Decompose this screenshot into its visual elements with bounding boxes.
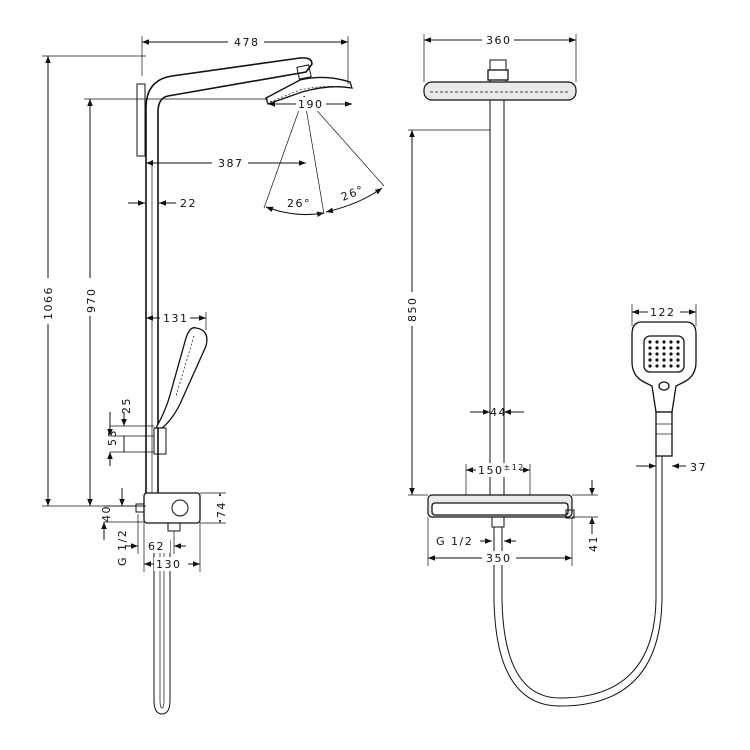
nozzle <box>669 352 673 356</box>
dim-37: 37 <box>690 461 707 474</box>
shower-column-side <box>136 57 313 495</box>
dim-22: 22 <box>180 197 197 210</box>
overhead-shower-side <box>265 64 353 105</box>
dim-150: 150±12 <box>478 463 525 477</box>
nozzle <box>648 352 652 356</box>
dim-62: 62 <box>148 540 165 553</box>
nozzle <box>676 340 680 344</box>
nozzle <box>648 340 652 344</box>
dim-130: 130 <box>156 558 182 571</box>
thermostat-knob <box>171 499 189 517</box>
nozzle <box>669 364 673 368</box>
thermostat-front <box>427 494 575 528</box>
nozzle <box>669 346 673 350</box>
hose-front <box>493 455 663 707</box>
nozzle <box>655 346 659 350</box>
dim-1066: 1066 <box>42 286 55 320</box>
dim-360: 360 <box>486 34 512 47</box>
nozzle <box>676 352 680 356</box>
nozzle <box>662 346 666 350</box>
thermostat-side <box>135 492 201 532</box>
spray-nozzles <box>648 340 680 368</box>
dim-40: 40 <box>100 505 113 522</box>
side-view: 478 1066 970 190 387 22 26° 26° 131 25 5… <box>40 35 385 715</box>
nozzle <box>676 358 680 362</box>
nozzle <box>648 358 652 362</box>
hose-side <box>153 540 171 715</box>
dim-41: 41 <box>587 535 600 552</box>
spray-mode-button <box>658 381 670 391</box>
dim-74: 74 <box>215 501 228 518</box>
nozzle <box>648 346 652 350</box>
dim-122: 122 <box>650 306 676 319</box>
dim-387: 387 <box>218 157 244 170</box>
nozzle <box>655 358 659 362</box>
nozzle <box>676 346 680 350</box>
overhead-shower-front <box>423 59 577 101</box>
dim-150-tolerance: ±12 <box>504 463 525 472</box>
dim-angle-left: 26° <box>287 197 311 210</box>
dim-44: 44 <box>490 406 507 419</box>
nozzle <box>648 364 652 368</box>
dim-478: 478 <box>234 36 260 49</box>
nozzle <box>655 364 659 368</box>
hand-shower-front-view: 122 37 <box>631 304 707 474</box>
nozzle <box>676 364 680 368</box>
front-view: 360 850 44 150±12 41 G 1/2 350 <box>404 33 663 707</box>
hand-shower-side <box>153 327 208 455</box>
dim-53: 53 <box>106 429 119 446</box>
dim-25: 25 <box>120 397 133 414</box>
dim-150-value: 150 <box>478 464 504 477</box>
nozzle <box>655 352 659 356</box>
nozzle <box>669 340 673 344</box>
wall-bracket <box>136 83 146 157</box>
dim-thread-side: G 1/2 <box>116 529 129 566</box>
dim-350: 350 <box>486 552 512 565</box>
dim-850: 850 <box>406 297 419 323</box>
nozzle <box>669 358 673 362</box>
nozzle <box>662 364 666 368</box>
dim-angle-right: 26° <box>339 183 366 204</box>
nozzle <box>662 358 666 362</box>
nozzle <box>662 340 666 344</box>
dim-thread-front: G 1/2 <box>436 535 473 548</box>
dim-190: 190 <box>298 98 324 111</box>
hand-shower-holder <box>153 427 167 455</box>
shower-pipe-front <box>489 99 505 496</box>
nozzle <box>655 340 659 344</box>
dim-131: 131 <box>163 312 189 325</box>
dim-970: 970 <box>85 288 98 314</box>
nozzle <box>662 352 666 356</box>
inlet-connector <box>135 503 145 513</box>
